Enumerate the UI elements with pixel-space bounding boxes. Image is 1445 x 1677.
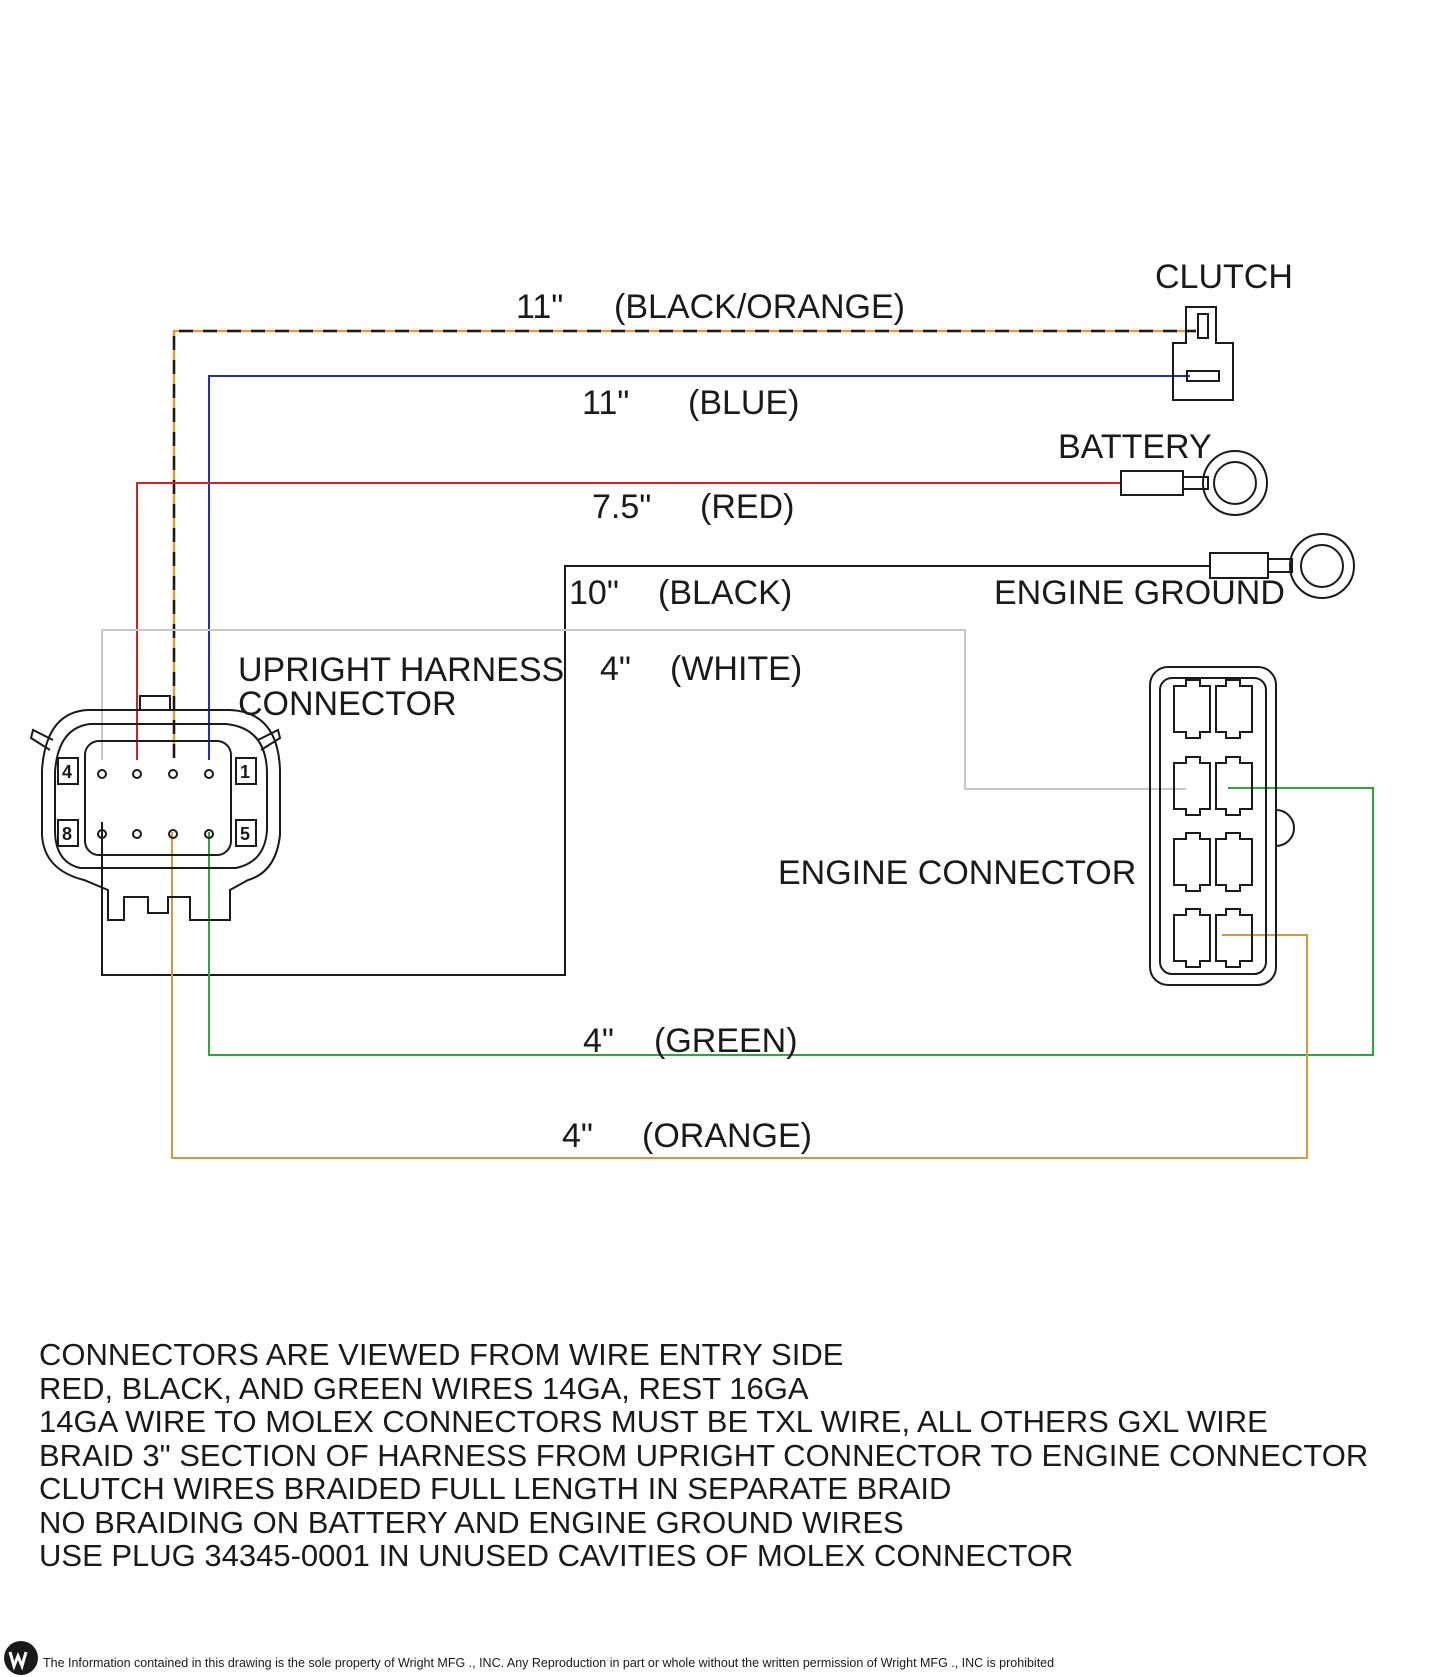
wire-green xyxy=(208,787,1374,1056)
wire-orange xyxy=(171,832,1308,1159)
wire-length-green: 4" xyxy=(583,1022,614,1060)
engine-connector-label: ENGINE CONNECTOR xyxy=(778,854,1136,892)
wire-color-blue: (BLUE) xyxy=(688,384,799,422)
wire-length-red: 7.5" xyxy=(592,488,651,526)
wire-blue xyxy=(208,375,1190,760)
note-item: 14GA WIRE TO MOLEX CONNECTORS MUST BE TX… xyxy=(39,1404,1268,1439)
upright-harness-label-line2: CONNECTOR xyxy=(238,685,457,723)
wire-length-white: 4" xyxy=(600,650,631,688)
wire-color-green: (GREEN) xyxy=(654,1022,798,1060)
wire-length-black-orange: 11" xyxy=(516,288,563,326)
pin-number-4: 4 xyxy=(62,762,72,782)
wire-color-orange: (ORANGE) xyxy=(642,1117,812,1155)
wire-color-white: (WHITE) xyxy=(670,650,802,688)
note-item: CONNECTORS ARE VIEWED FROM WIRE ENTRY SI… xyxy=(39,1337,844,1372)
wire-length-black: 10" xyxy=(569,574,619,612)
engine-connector-cavity xyxy=(1173,679,1253,968)
wire-color-black: (BLACK) xyxy=(658,574,792,612)
engine-connector xyxy=(1149,666,1295,986)
pin-number-5: 5 xyxy=(240,824,250,844)
wire-length-blue: 11" xyxy=(582,384,629,422)
note-item: NO BRAIDING ON BATTERY AND ENGINE GROUND… xyxy=(39,1504,904,1540)
clutch-connector xyxy=(1172,306,1234,401)
wire-length-orange: 4" xyxy=(562,1117,593,1155)
note-item: CLUTCH WIRES BRAIDED FULL LENGTH IN SEPA… xyxy=(39,1471,952,1506)
wire-black-orange xyxy=(172,329,1196,758)
battery-label: BATTERY xyxy=(1058,428,1212,466)
pin-number-1: 1 xyxy=(240,762,250,782)
wire-color-black-orange: (BLACK/ORANGE) xyxy=(614,288,905,326)
pin-number-8: 8 xyxy=(62,824,72,844)
footer-disclaimer: The Information contained in this drawin… xyxy=(43,1656,1055,1670)
clutch-label: CLUTCH xyxy=(1155,258,1293,296)
engine-ground-ring-terminal xyxy=(1209,533,1355,599)
wire-color-red: (RED) xyxy=(700,488,794,526)
battery-ring-terminal xyxy=(1120,450,1268,516)
note-item: USE PLUG 34345-0001 IN UNUSED CAVITIES O… xyxy=(39,1538,1074,1573)
wire-red xyxy=(136,482,1121,760)
company-logo-icon xyxy=(4,1641,38,1675)
footer: The Information contained in this drawin… xyxy=(0,1640,1445,1677)
note-item: BRAID 3" SECTION OF HARNESS FROM UPRIGHT… xyxy=(39,1437,1369,1473)
notes-list: CONNECTORS ARE VIEWED FROM WIRE ENTRY SI… xyxy=(39,1338,1439,1573)
wire-black xyxy=(101,565,1210,976)
note-item: RED, BLACK, AND GREEN WIRES 14GA, REST 1… xyxy=(39,1370,809,1406)
wire-white xyxy=(101,629,1186,790)
engine-ground-label: ENGINE GROUND xyxy=(994,574,1285,612)
upright-harness-connector xyxy=(29,695,282,921)
upright-harness-label-line1: UPRIGHT HARNESS xyxy=(238,651,564,689)
